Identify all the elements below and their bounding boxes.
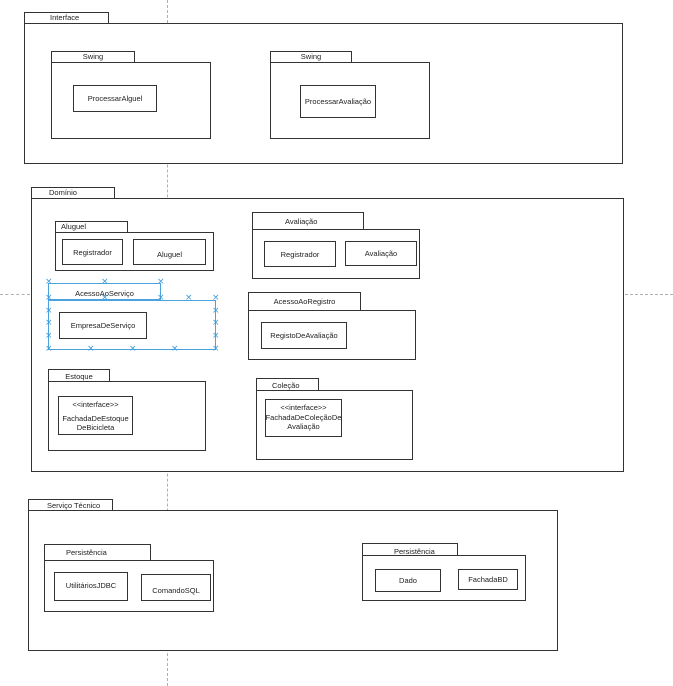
package-label: Serviço Técnico (47, 501, 101, 510)
class-box[interactable]: EmpresaDeServiço (59, 312, 147, 339)
selection-handle[interactable]: × (212, 331, 220, 341)
class-name: Registrador (280, 249, 320, 259)
class-name: Registrador (73, 247, 112, 257)
interface-box[interactable]: <<interface>> FachadaDeColeçãoDe Avaliaç… (265, 399, 342, 437)
selection-handle[interactable]: × (212, 293, 220, 303)
class-name: EmpresaDeServiço (70, 321, 136, 330)
selection-handle[interactable]: × (45, 306, 53, 316)
class-box[interactable]: Registrador (264, 241, 336, 267)
package-tab: Persistência (362, 543, 458, 556)
package-tab: Estoque (48, 369, 110, 381)
selection-handle[interactable]: × (87, 344, 95, 354)
package-body (252, 229, 420, 279)
package-tab: Serviço Técnico (28, 499, 113, 510)
horizontal-guide-line-left (0, 294, 30, 295)
selection-handle[interactable]: × (45, 318, 53, 328)
class-name: DeBicicleta (76, 423, 115, 432)
package-body (270, 62, 430, 139)
selection-handle[interactable]: × (212, 344, 220, 354)
class-box[interactable]: RegistoDeAvaliação (261, 322, 347, 349)
class-name: Avaliação (287, 422, 320, 431)
package-tab: Swing (270, 51, 352, 62)
class-box[interactable]: Aluguel (133, 239, 206, 265)
package-label: Coleção (272, 381, 300, 390)
class-name: UtilitáriosJDBC (65, 580, 117, 590)
package-tab: Aluguel (55, 221, 128, 232)
package-label: Persistência (394, 547, 435, 556)
selection-handle[interactable]: × (157, 293, 165, 303)
class-name: FachadaDeEstoque (62, 414, 129, 423)
class-name: RegistoDeAvaliação (270, 331, 338, 340)
package-body (44, 560, 214, 612)
package-tab: Avaliação (252, 212, 364, 229)
class-box[interactable]: Avaliação (345, 241, 417, 266)
selection-handle[interactable]: × (171, 344, 179, 354)
package-label: Aluguel (61, 222, 87, 231)
package-tab: Swing (51, 51, 135, 62)
interface-box[interactable]: <<interface>> FachadaDeEstoque DeBicicle… (58, 396, 133, 435)
package-label: Persistência (66, 548, 107, 557)
class-name: FachadaBD (468, 575, 508, 584)
selection-handle[interactable]: × (157, 277, 165, 287)
package-label: AcessoAoServiço (75, 289, 134, 298)
selection-handle[interactable]: × (101, 277, 109, 287)
package-body (256, 390, 413, 460)
package-tab: Persistência (44, 544, 151, 560)
package-tab: Coleção (256, 378, 319, 390)
package-label: AcessoAoRegistro (273, 297, 336, 306)
selection-handle[interactable]: × (101, 293, 109, 303)
package-body (362, 555, 526, 601)
class-box[interactable]: UtilitáriosJDBC (54, 572, 128, 601)
selection-handle[interactable]: × (45, 277, 53, 287)
selection-handle[interactable]: × (212, 306, 220, 316)
stereotype-label: <<interface>> (72, 400, 119, 409)
class-name: FachadaDeColeçãoDe (265, 413, 342, 422)
package-body (51, 62, 211, 139)
package-tab: Interface (24, 12, 109, 23)
package-label: Domínio (49, 188, 77, 197)
class-box[interactable]: ProcessarAvaliação (300, 85, 376, 118)
selection-handle[interactable]: × (185, 293, 193, 303)
package-body (248, 310, 416, 360)
stereotype-label: <<interface>> (280, 403, 327, 412)
selection-handle[interactable]: × (45, 293, 53, 303)
package-label: Swing (82, 52, 104, 61)
selection-outline (48, 300, 216, 350)
package-label: Interface (50, 13, 80, 22)
class-box[interactable]: Registrador (62, 239, 123, 265)
class-name: ProcessarAvaliação (304, 97, 372, 106)
selection-handle[interactable]: × (45, 344, 53, 354)
class-box[interactable]: ComandoSQL (141, 574, 211, 601)
class-box[interactable]: FachadaBD (458, 569, 518, 590)
class-name: Avaliação (364, 249, 398, 258)
selection-handle[interactable]: × (212, 318, 220, 328)
class-box[interactable]: Dado (375, 569, 441, 592)
class-name: ProcessarAlguel (87, 94, 143, 103)
class-box[interactable]: ProcessarAlguel (73, 85, 157, 112)
package-body (55, 232, 214, 271)
package-label: Estoque (65, 372, 93, 381)
selection-handle[interactable]: × (129, 344, 137, 354)
class-name: Dado (399, 576, 417, 585)
package-label: Avaliação (285, 217, 318, 226)
package-body (48, 381, 206, 451)
selection-handle[interactable]: × (45, 331, 53, 341)
selection-outline (48, 283, 161, 300)
package-tab: AcessoAoRegistro (248, 292, 361, 310)
class-name: Aluguel (156, 250, 183, 259)
class-name: ComandoSQL (152, 586, 200, 595)
package-tab: Domínio (31, 187, 115, 198)
horizontal-guide-line-right (625, 294, 673, 295)
package-label: Swing (300, 52, 322, 61)
